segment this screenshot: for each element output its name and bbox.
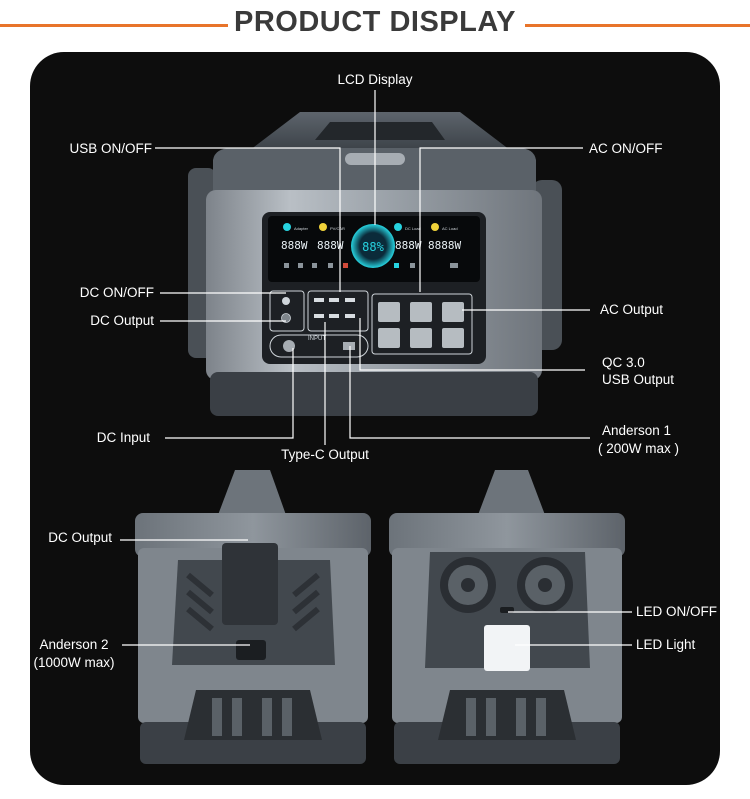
lcd-tag-pv: PV/CAR <box>330 226 345 231</box>
lcd-status-icons <box>284 263 458 268</box>
handle-grip <box>315 122 445 140</box>
leader-lines <box>120 90 632 646</box>
label-anderson1-line2: ( 200W max ) <box>598 441 680 456</box>
label-qc-line1: QC 3.0 <box>602 355 645 370</box>
dc-input-port <box>283 340 295 352</box>
right-lower-grill <box>438 690 576 740</box>
lcd-readout-right2: 8888W <box>428 239 461 252</box>
label-dc-output-front: DC Output <box>90 313 154 328</box>
right-grill-bars <box>466 698 546 736</box>
led-light-panel <box>484 625 530 671</box>
ac-outlet-box <box>371 293 473 355</box>
label-anderson2-line1: Anderson 2 <box>39 637 109 652</box>
lcd-readout-left1: 888W <box>281 239 308 252</box>
label-dc-input: DC Input <box>96 430 150 445</box>
device-base <box>210 372 538 416</box>
label-qc-line2: USB Output <box>602 372 675 387</box>
side-device-right <box>389 470 625 764</box>
fan-right-hub <box>538 578 552 592</box>
leader-dc-input <box>165 348 294 439</box>
leader-ac-onoff <box>419 147 583 292</box>
left-handle-recess <box>222 543 278 625</box>
label-ac-output: AC Output <box>600 302 664 317</box>
header: PRODUCT DISPLAY <box>0 0 750 50</box>
lcd-readout-right1: 888W <box>395 239 422 252</box>
side-device-left <box>135 470 371 764</box>
header-line-left <box>0 24 228 27</box>
left-handle-fin <box>218 470 286 515</box>
lcd-tag-dc: DC Load <box>405 226 421 231</box>
page-title: PRODUCT DISPLAY <box>234 6 516 38</box>
label-usb-onoff: USB ON/OFF <box>69 141 152 156</box>
leader-usb-onoff <box>155 147 341 292</box>
ac-dot <box>431 223 439 231</box>
dc-button-box <box>269 290 305 332</box>
lcd-readout-left2: 888W <box>317 239 344 252</box>
leader-qc <box>359 318 585 371</box>
label-anderson1-line1: Anderson 1 <box>602 423 672 438</box>
pv-dot <box>319 223 327 231</box>
anderson2-port <box>236 640 266 660</box>
adapter-dot <box>283 223 291 231</box>
lcd-tag-ac: AC Load <box>442 226 458 231</box>
lcd-tag-adapter: Adapter <box>294 226 309 231</box>
label-led-onoff: LED ON/OFF <box>636 604 718 619</box>
right-handle-fin <box>478 470 545 515</box>
usb-port-box <box>307 290 369 332</box>
dc-onoff-button <box>282 297 290 305</box>
dc-output-port <box>281 313 291 323</box>
input-text: INPUT <box>308 336 326 342</box>
left-device-top <box>135 513 371 557</box>
usb-ports <box>314 298 355 318</box>
dc-dot <box>394 223 402 231</box>
right-device-top <box>389 513 625 557</box>
input-strip <box>269 334 369 358</box>
label-typec-output: Type-C Output <box>281 447 369 462</box>
fan-left-hub <box>461 578 475 592</box>
label-lcd-display: LCD Display <box>337 72 413 87</box>
label-ac-onoff: AC ON/OFF <box>589 141 663 156</box>
label-dc-onoff: DC ON/OFF <box>79 285 154 300</box>
battery-gauge <box>351 224 395 268</box>
left-lower-grill <box>184 690 322 740</box>
label-led-light: LED Light <box>636 637 696 652</box>
label-dc-output-side: DC Output <box>48 530 112 545</box>
ac-outlets <box>378 302 464 348</box>
lcd-percent: 88% <box>362 240 384 254</box>
label-anderson2-line2: (1000W max) <box>33 655 115 670</box>
header-line-right <box>525 24 750 27</box>
anderson1-port <box>343 342 355 350</box>
left-grill-bars <box>212 698 292 736</box>
leader-anderson1 <box>349 346 590 439</box>
left-vents <box>186 572 320 632</box>
